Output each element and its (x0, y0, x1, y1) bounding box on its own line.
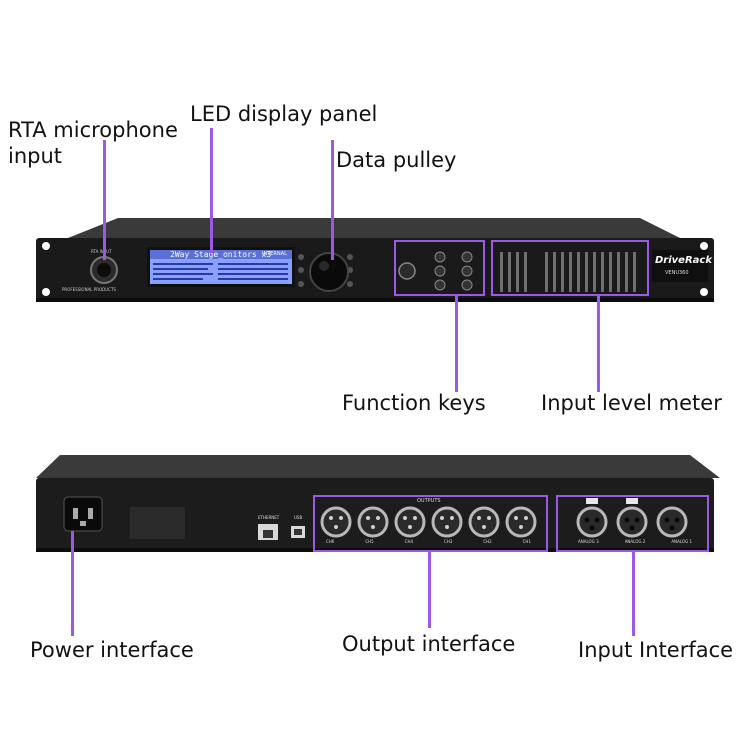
front-unit-top-cover (68, 218, 680, 238)
ethernet-text: ETHERNET (258, 515, 280, 520)
rta-callout-line (103, 140, 106, 260)
rear-unit-top-cover (36, 455, 720, 478)
output-channel-label: CH6 (326, 539, 335, 544)
pulley-callout-line (331, 140, 334, 260)
input-interface-label: Input Interface (578, 638, 734, 662)
logo-sub: VENU360 (665, 270, 689, 276)
data-wheel-knob (309, 252, 349, 292)
data-pulley-label: Data pulley (336, 148, 457, 172)
lcd-title-text: 2Way Stage_onitors x3 (170, 250, 272, 259)
input-xlr-connectors (576, 506, 688, 538)
logo-main: DriveRack (655, 255, 712, 266)
input-channel-label: ANALOG 2 (624, 539, 646, 544)
output-channel-label: CH3 (443, 539, 453, 544)
lcd-status-text: INTERNAL (262, 251, 287, 257)
level-meter-highlight (491, 240, 649, 296)
output-callout-line (428, 552, 431, 628)
rack-hole (42, 288, 50, 296)
input-channel-label: ANALOG 1 (671, 539, 692, 544)
input-callout-line (632, 552, 635, 636)
function-keys-highlight (394, 240, 485, 296)
rta-microphone-label: RTA microphone input (8, 118, 178, 168)
function-keys-callout-line (455, 296, 458, 392)
function-keys-label: Function keys (342, 391, 486, 415)
lcd-rows (153, 263, 288, 280)
led-callout-line (210, 128, 213, 253)
output-channel-label: CH1 (522, 539, 531, 544)
output-interface-label: Output interface (342, 632, 516, 656)
power-inlet (63, 496, 103, 532)
front-brand-text: PROFESSIONAL PRODUCTS (62, 287, 116, 292)
rack-hole (42, 242, 50, 250)
rack-hole (700, 242, 708, 250)
led-display-label: LED display panel (190, 102, 378, 126)
output-interface-highlight (313, 495, 548, 552)
output-channel-label: CH5 (365, 539, 374, 544)
output-channel-label: CH4 (404, 539, 414, 544)
meter-callout-line (597, 296, 600, 392)
power-interface-label: Power interface (30, 638, 194, 662)
outputs-text: OUTPUTS (417, 498, 441, 504)
rta-jack-text: RTA INPUT (91, 249, 112, 254)
input-interface-highlight (556, 495, 709, 552)
output-xlr-connectors (320, 506, 537, 538)
input-level-meter-label: Input level meter (541, 391, 722, 415)
rack-hole (700, 288, 708, 296)
usb-text: USB (294, 515, 303, 520)
input-channel-label: ANALOG 3 (578, 539, 599, 544)
meter-leds (500, 252, 636, 292)
output-channel-label: CH2 (483, 539, 492, 544)
power-callout-line (71, 531, 74, 636)
home-key (398, 262, 416, 280)
